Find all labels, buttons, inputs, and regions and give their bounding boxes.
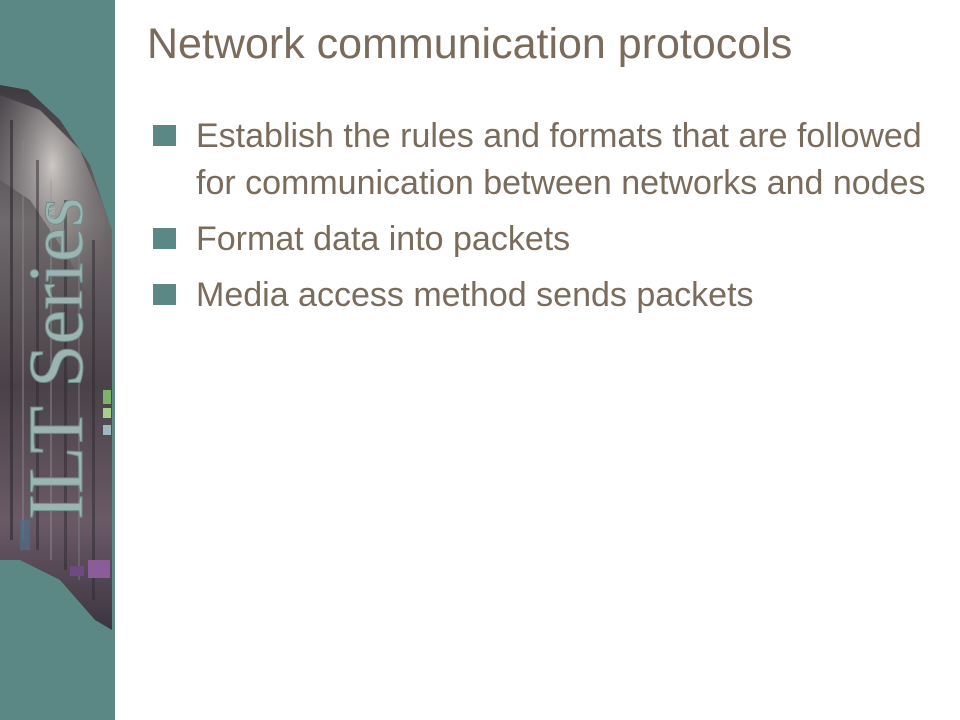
ilt-series-logo-text: ILT Series ™ [12,197,100,521]
sidebar-artwork [0,85,112,630]
bullet-text: Media access method sends packets [196,276,754,314]
bullet-square-icon [153,284,176,305]
bullet-item: Establish the rules and formats that are… [152,113,932,207]
bullet-text: Format data into packets [196,220,571,258]
bullet-item: Format data into packets [152,216,932,263]
slide-title: Network communication protocols [147,20,793,68]
bullet-text: Establish the rules and formats that are… [196,117,926,202]
bullet-list: Establish the rules and formats that are… [152,113,932,328]
bullet-square-icon [153,125,176,146]
bullet-item: Media access method sends packets [152,272,932,319]
svg-text:ILT Series: ILT Series [12,197,99,520]
bullet-square-icon [153,228,176,249]
brand-sidebar: ILT Series ™ [0,0,115,720]
ilt-series-logo: ILT Series ™ [0,0,115,720]
svg-text:™: ™ [47,206,64,222]
